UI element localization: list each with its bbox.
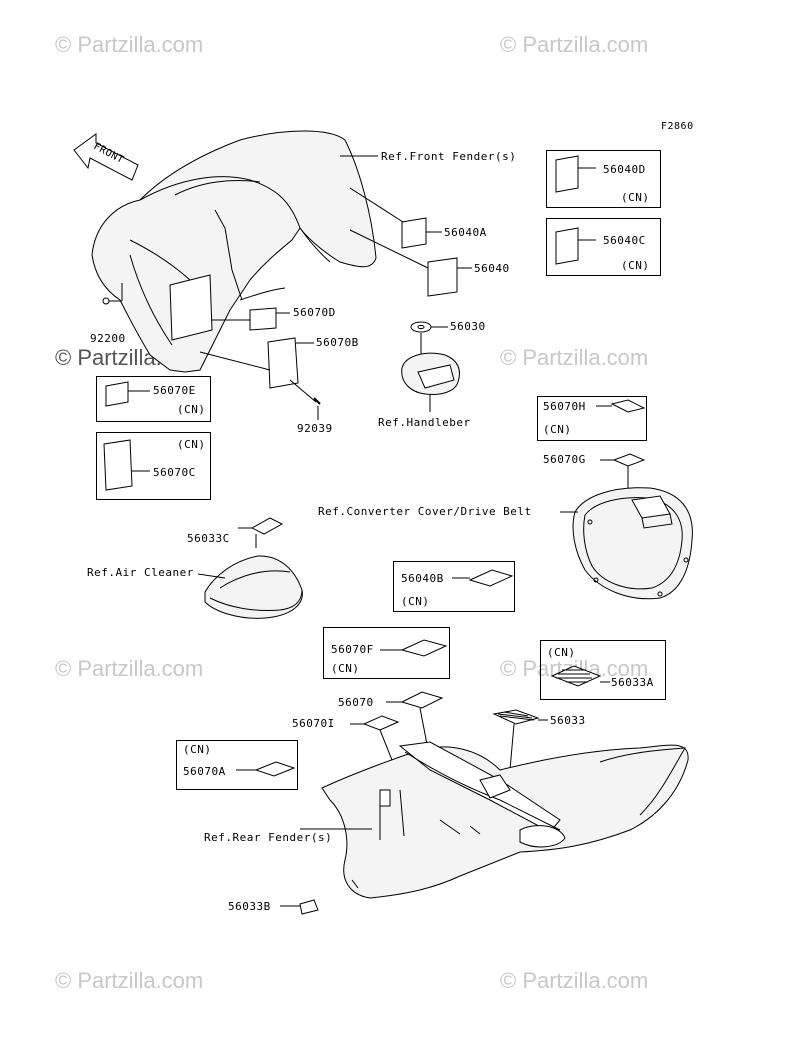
air-cleaner-drawing (197, 555, 303, 619)
part-56070B[interactable]: 56070B (316, 336, 359, 349)
part-56070F[interactable]: 56070F (331, 643, 374, 656)
part-56070C[interactable]: 56070C (153, 466, 196, 479)
part-56040D[interactable]: 56040D (603, 163, 646, 176)
part-56070G[interactable]: 56070G (543, 453, 586, 466)
watermark: © Partzilla.com (500, 32, 649, 57)
part-56033[interactable]: 56033 (550, 714, 586, 727)
cn-label: (CN) (183, 743, 212, 756)
cn-label: (CN) (543, 423, 572, 436)
box-56070F (323, 627, 450, 679)
part-56030[interactable]: 56030 (450, 320, 486, 333)
cn-label: (CN) (331, 662, 360, 675)
rear-fender-drawing (321, 741, 689, 899)
front-fender-drawing (91, 130, 377, 373)
part-92039[interactable]: 92039 (297, 422, 333, 435)
part-56070D[interactable]: 56070D (293, 306, 336, 319)
cn-label: (CN) (547, 646, 576, 659)
watermark: © Partzilla.com (55, 32, 204, 57)
part-56033A[interactable]: 56033A (611, 676, 654, 689)
part-56040B[interactable]: 56040B (401, 572, 444, 585)
cn-label: (CN) (621, 191, 650, 204)
part-56070E[interactable]: 56070E (153, 384, 196, 397)
part-56033C[interactable]: 56033C (187, 532, 230, 545)
watermark: © Partzilla.com (55, 968, 204, 993)
cn-label: (CN) (621, 259, 650, 272)
part-56040A[interactable]: 56040A (444, 226, 487, 239)
box-56040C (546, 218, 661, 276)
watermark: © Partzilla.com (55, 656, 204, 681)
front-arrow-icon (73, 133, 139, 181)
box-56070H (537, 396, 647, 441)
converter-cover-drawing (560, 487, 693, 600)
box-56033A (540, 640, 666, 700)
part-56070I[interactable]: 56070I (292, 717, 335, 730)
cn-label: (CN) (177, 403, 206, 416)
part-56070H[interactable]: 56070H (543, 400, 586, 413)
part-56070A[interactable]: 56070A (183, 765, 226, 778)
part-56033B[interactable]: 56033B (228, 900, 271, 913)
box-56040D (546, 150, 661, 208)
watermark: © Partzilla.com (500, 968, 649, 993)
box-56070E (96, 376, 211, 422)
part-92200[interactable]: 92200 (90, 332, 126, 345)
part-56040C[interactable]: 56040C (603, 234, 646, 247)
ref-converter-cover: Ref.Converter Cover/Drive Belt (318, 505, 532, 518)
ref-front-fender: Ref.Front Fender(s) (381, 150, 517, 163)
cn-label: (CN) (177, 438, 206, 451)
ref-air-cleaner: Ref.Air Cleaner (87, 566, 194, 579)
part-56040[interactable]: 56040 (474, 262, 510, 275)
ref-handlebar: Ref.Handleber (378, 416, 471, 429)
figure-code: F2860 (661, 121, 694, 132)
ref-rear-fender: Ref.Rear Fender(s) (204, 831, 333, 844)
cn-label: (CN) (401, 595, 430, 608)
box-56070C (96, 432, 211, 500)
watermark: © Partzilla.com (500, 345, 649, 370)
part-56070[interactable]: 56070 (338, 696, 374, 709)
box-56040B (393, 561, 515, 612)
box-56070A (176, 740, 298, 790)
